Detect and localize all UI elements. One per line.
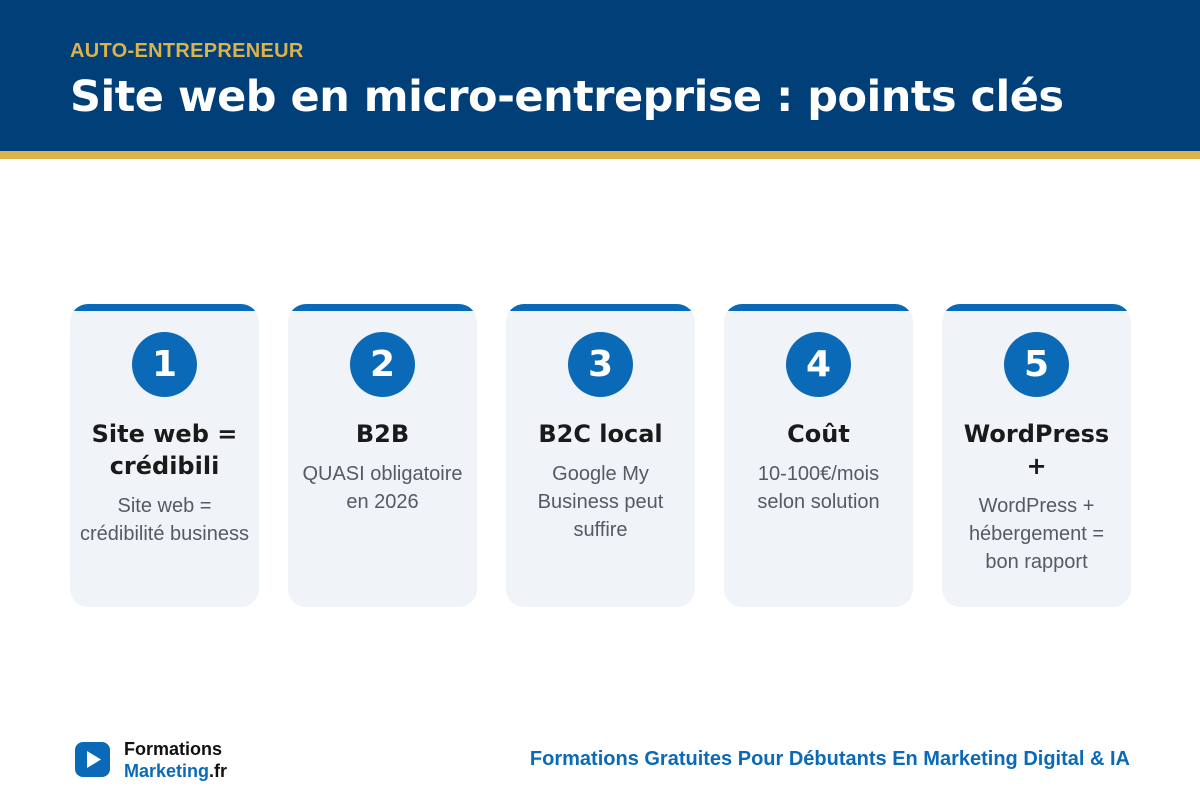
card-top-bar [724, 304, 913, 311]
number-badge: 3 [568, 332, 633, 397]
card-top-bar [506, 304, 695, 311]
page-title: Site web en micro-entreprise : points cl… [70, 72, 1064, 122]
header-banner: AUTO-ENTREPRENEUR Site web en micro-entr… [0, 0, 1200, 151]
card-description: Site web = crédibilité business [80, 495, 249, 545]
logo-word: Marketing [124, 761, 210, 781]
logo-line-2: Marketing.fr [124, 760, 227, 782]
number-badge: 1 [132, 332, 197, 397]
card-top-bar [288, 304, 477, 311]
key-point-card-2: 2 B2B QUASI obligatoire en 2026 [288, 304, 477, 607]
card-description: Google My Business peut suffire [537, 463, 664, 541]
header-accent-stripe [0, 151, 1200, 159]
key-point-card-3: 3 B2C local Google My Business peut suff… [506, 304, 695, 607]
key-point-card-5: 5 WordPress + WordPress + hébergement = … [942, 304, 1131, 607]
header-kicker: AUTO-ENTREPRENEUR [70, 40, 304, 62]
card-top-bar [70, 304, 259, 311]
card-description: WordPress + hébergement = bon rapport [968, 495, 1105, 573]
card-description: QUASI obligatoire en 2026 [302, 463, 463, 513]
card-title: Coût [787, 420, 850, 448]
card-title: B2C local [538, 420, 663, 448]
key-point-card-4: 4 Coût 10-100€/mois selon solution [724, 304, 913, 607]
card-title: Site web = crédibili [91, 420, 238, 480]
number-badge: 2 [350, 332, 415, 397]
card-title: B2B [355, 420, 410, 448]
card-top-bar [942, 304, 1131, 311]
number-badge: 5 [1004, 332, 1069, 397]
logo-tld: .fr [209, 761, 228, 781]
card-title: WordPress + [963, 420, 1110, 480]
footer-tagline: Formations Gratuites Pour Débutants En M… [529, 748, 1130, 770]
key-points-cards: 1 Site web = crédibili Site web = crédib… [70, 304, 1131, 607]
logo-line-1: Formations [124, 739, 223, 759]
play-icon [75, 742, 110, 777]
number-badge: 4 [786, 332, 851, 397]
brand-logo: Formations Marketing.fr [124, 738, 227, 782]
card-description: 10-100€/mois selon solution [757, 463, 880, 513]
key-point-card-1: 1 Site web = crédibili Site web = crédib… [70, 304, 259, 607]
